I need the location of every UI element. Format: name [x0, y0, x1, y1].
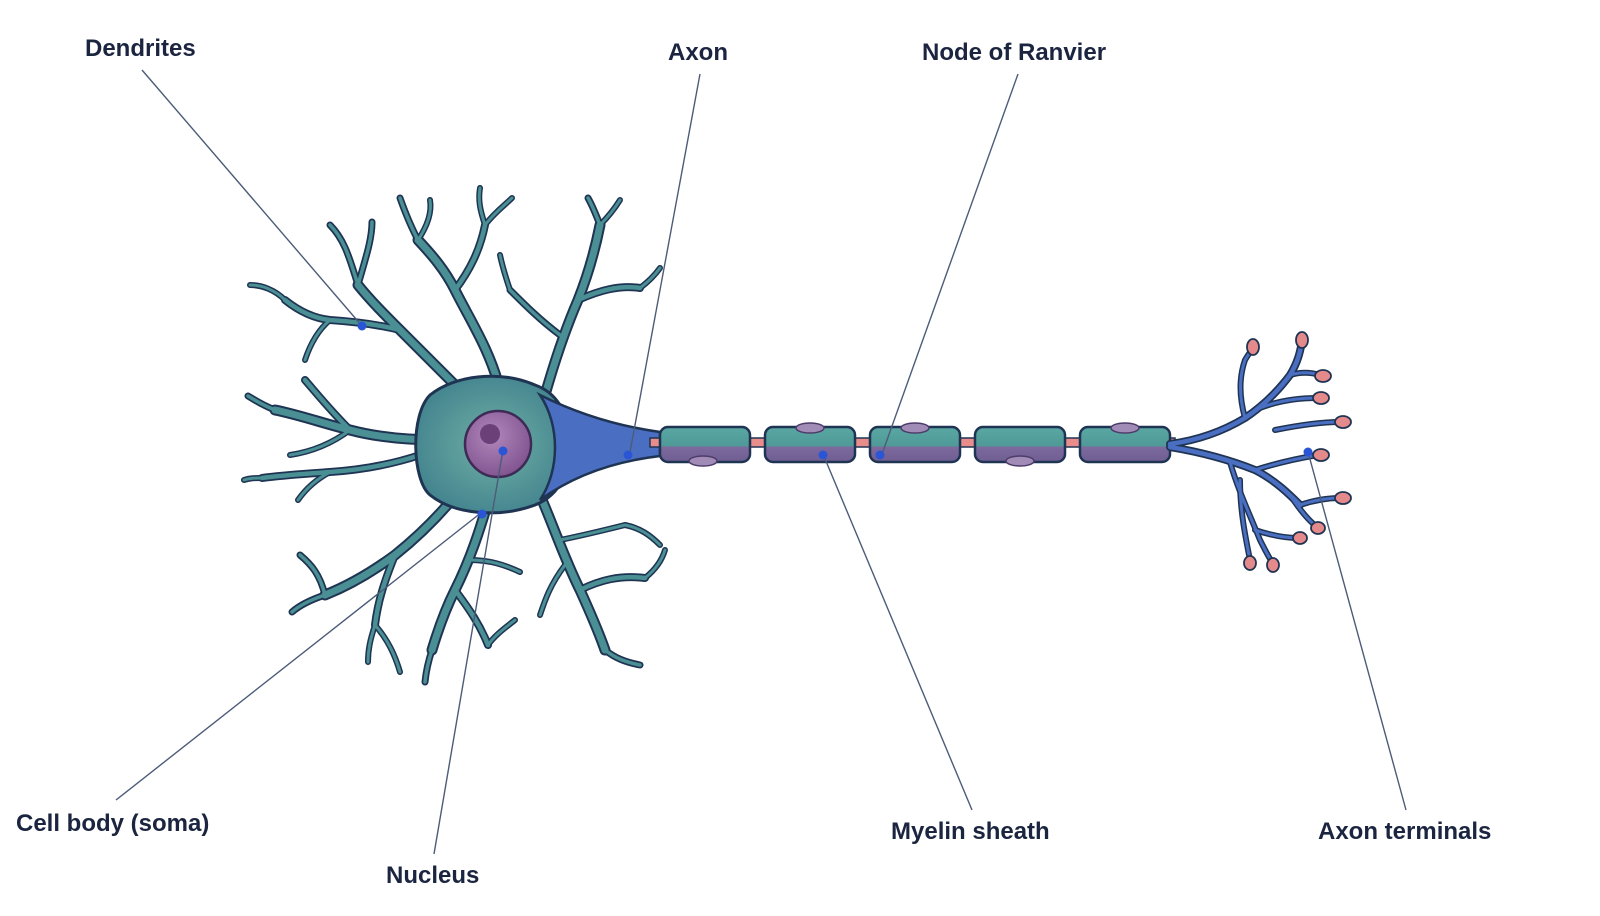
anchor-axon: [623, 450, 633, 460]
dendrites-fill: [242, 186, 667, 684]
myelin-segment-3: [868, 422, 962, 464]
anchor-terminals: [1303, 447, 1313, 457]
anchor-node: [875, 450, 885, 460]
myelin-segment-1: [658, 425, 752, 467]
label-cell-body: Cell body (soma): [16, 810, 210, 837]
label-axon: Axon: [668, 39, 728, 66]
nucleus: [463, 409, 533, 479]
leader-axon: [629, 73, 701, 453]
leader-myelin: [822, 453, 973, 811]
leader-terminals: [1307, 451, 1407, 811]
leader-lines: [115, 69, 1407, 855]
myelin-segment-2: [763, 422, 857, 464]
myelin-segment-4: [973, 425, 1067, 467]
label-dendrites: Dendrites: [85, 35, 196, 62]
label-node-of-ranvier: Node of Ranvier: [922, 39, 1107, 66]
anchor-dendrites: [357, 321, 367, 331]
terminal-bulbs: [1243, 331, 1352, 573]
label-axon-terminals: Axon terminals: [1318, 818, 1492, 845]
leader-dendrites: [141, 69, 363, 327]
label-nucleus: Nucleus: [386, 862, 480, 889]
cell-body: [414, 374, 662, 515]
anchor-dots: [357, 321, 1313, 519]
myelin-segment-5: [1078, 422, 1172, 464]
anchor-myelin: [818, 450, 828, 460]
leader-nucleus: [433, 449, 504, 855]
leader-node: [881, 73, 1019, 455]
anchor-cell-body: [477, 509, 487, 519]
axon-terminals: [1166, 331, 1352, 573]
anchor-nucleus: [498, 446, 508, 456]
leader-cell-body: [115, 511, 483, 801]
label-myelin-sheath: Myelin sheath: [891, 818, 1050, 845]
myelin-sheaths: [658, 422, 1172, 467]
